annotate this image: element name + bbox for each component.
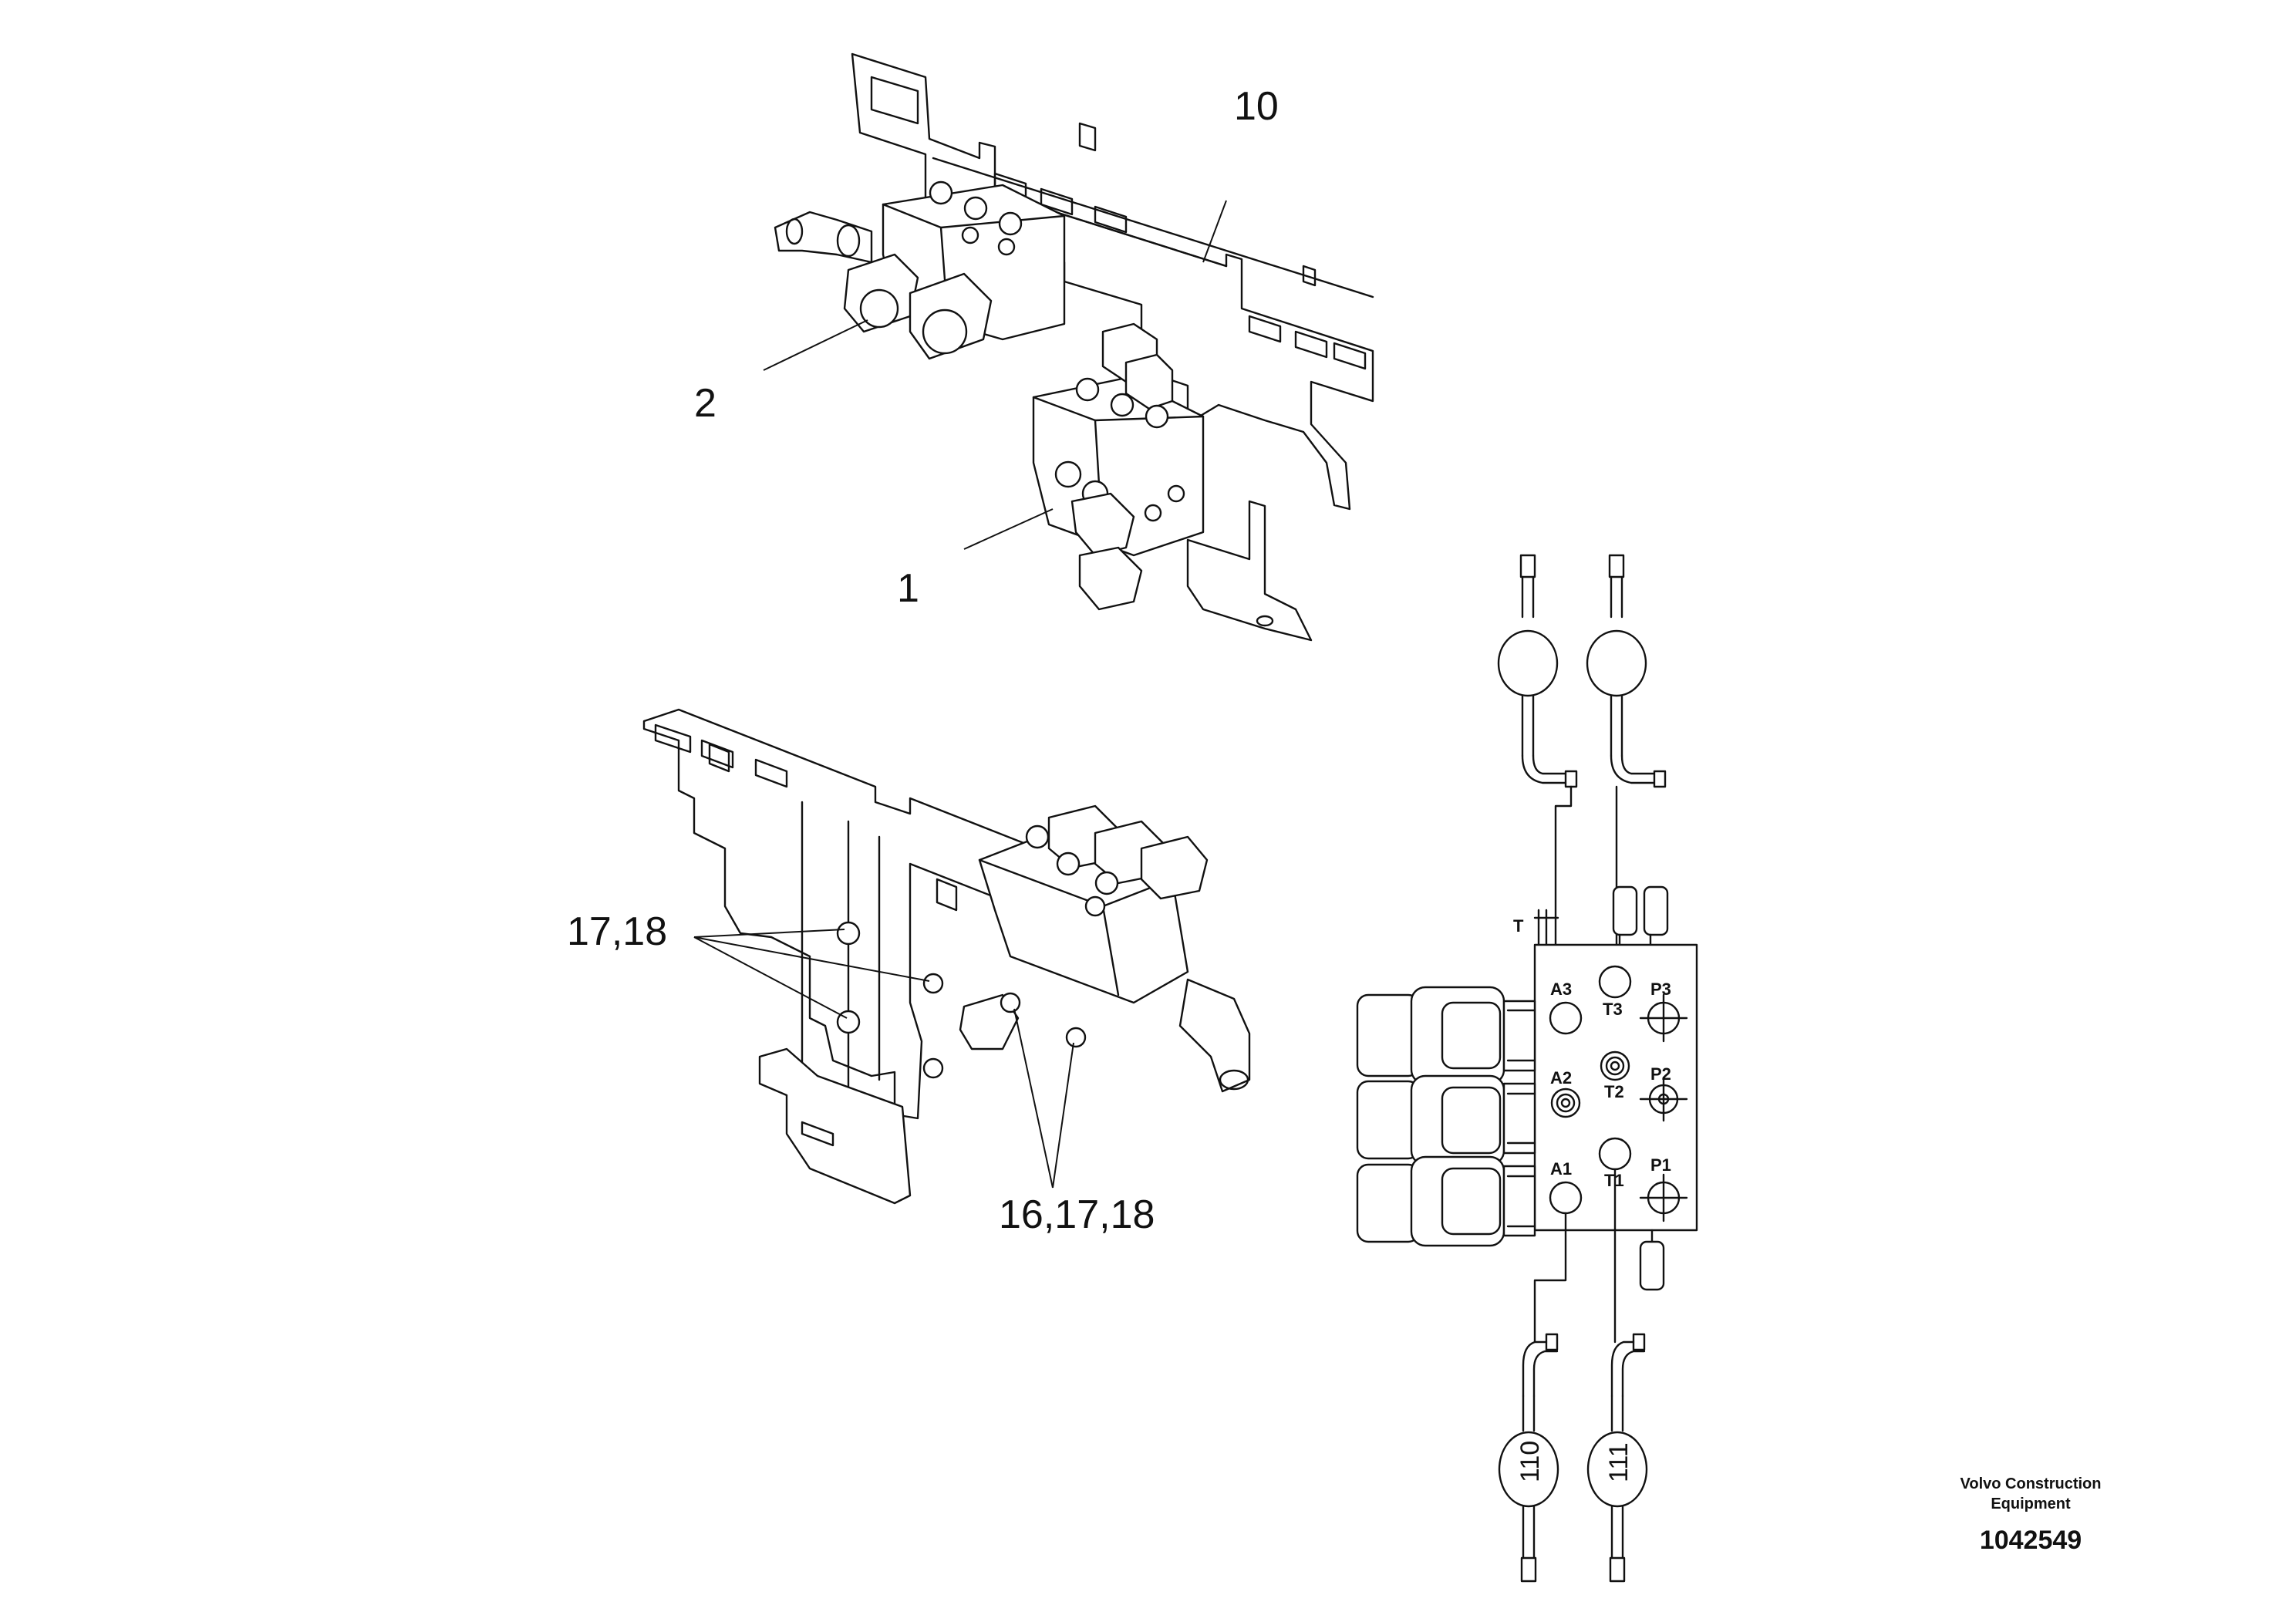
port-label-t2: T2 (1604, 1082, 1624, 1101)
leader-line-2 (763, 319, 868, 371)
port-label-p1: P1 (1650, 1155, 1671, 1175)
bottom-plug (1639, 1240, 1665, 1291)
part-number: 1042549 (1980, 1526, 2082, 1555)
leader-line-16-17-18-a (1013, 1008, 1054, 1189)
leader-line-10 (1202, 200, 1227, 263)
port-t1 (1598, 1137, 1632, 1171)
hose-label-111: 111 (1604, 1442, 1633, 1482)
callout-17-18: 17,18 (567, 909, 667, 954)
middle-assembly-illustration (642, 708, 1251, 1205)
port-a2 (1550, 1088, 1581, 1118)
leader-line-17-18-b (693, 936, 930, 982)
top-hose-right (1586, 554, 1667, 958)
callout-2: 2 (694, 381, 716, 426)
hydraulic-schematic: T A3 T3 P3 (1356, 554, 1698, 1583)
port-a3 (1549, 1001, 1583, 1035)
port-a1 (1549, 1181, 1583, 1215)
port-label-p3: P3 (1650, 980, 1671, 999)
port-p2 (1639, 1076, 1688, 1122)
hose-label-110: 110 (1515, 1441, 1545, 1482)
top-plug-1 (1612, 885, 1638, 936)
top-assembly-illustration (763, 52, 1374, 642)
leader-line-17-18-a (693, 929, 845, 938)
port-label-t3: T3 (1603, 1000, 1623, 1019)
solenoid-coil-2 (1356, 1074, 1536, 1166)
brand-line-2: Equipment (1991, 1496, 2071, 1512)
top-plug-2 (1643, 885, 1669, 936)
bottom-hose-right (1586, 1168, 1648, 1583)
leader-line-17-18-c (693, 936, 848, 1019)
solenoid-coil-3 (1356, 986, 1536, 1085)
port-p1 (1639, 1173, 1688, 1222)
port-label-a1: A1 (1550, 1159, 1572, 1179)
port-label-p2: P2 (1650, 1064, 1671, 1084)
port-t3 (1598, 965, 1632, 999)
leader-line-16-17-18-b (1052, 1042, 1074, 1189)
port-t2 (1600, 1050, 1630, 1081)
port-label-a3: A3 (1550, 980, 1572, 999)
port-label-t-top: T (1513, 916, 1524, 936)
brand-line-1: Volvo Construction (1961, 1475, 2102, 1492)
solenoid-coil-1 (1356, 1155, 1536, 1247)
callout-1: 1 (897, 566, 919, 611)
callout-16-17-18: 16,17,18 (999, 1192, 1155, 1237)
port-label-a2: A2 (1550, 1068, 1572, 1088)
callout-10: 10 (1234, 84, 1279, 129)
top-hose-left (1497, 554, 1578, 958)
leader-line-1 (963, 508, 1054, 550)
port-p3 (1639, 993, 1688, 1043)
bottom-hose-left (1498, 1212, 1567, 1583)
